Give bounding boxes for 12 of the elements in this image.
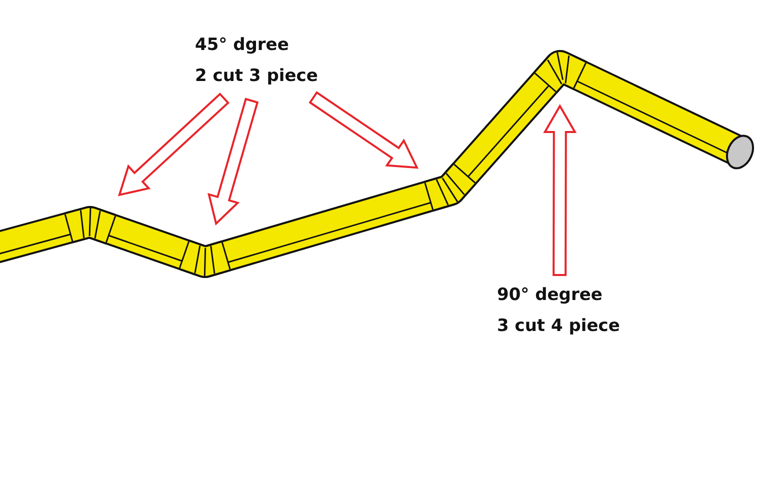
arrow bbox=[308, 91, 419, 169]
pipe-bend bbox=[424, 162, 477, 212]
pipe-bend bbox=[533, 50, 587, 94]
note-text: 45° dgree bbox=[195, 34, 290, 57]
arrow bbox=[118, 92, 230, 196]
note-text: 90° degree bbox=[497, 284, 604, 307]
pipe-bend bbox=[64, 206, 116, 244]
arrow bbox=[208, 98, 259, 226]
pipe-bend bbox=[178, 240, 231, 278]
note-text: 3 cut 4 piece bbox=[497, 315, 620, 338]
arrow bbox=[543, 104, 577, 276]
note-text: 2 cut 3 piece bbox=[195, 65, 318, 88]
